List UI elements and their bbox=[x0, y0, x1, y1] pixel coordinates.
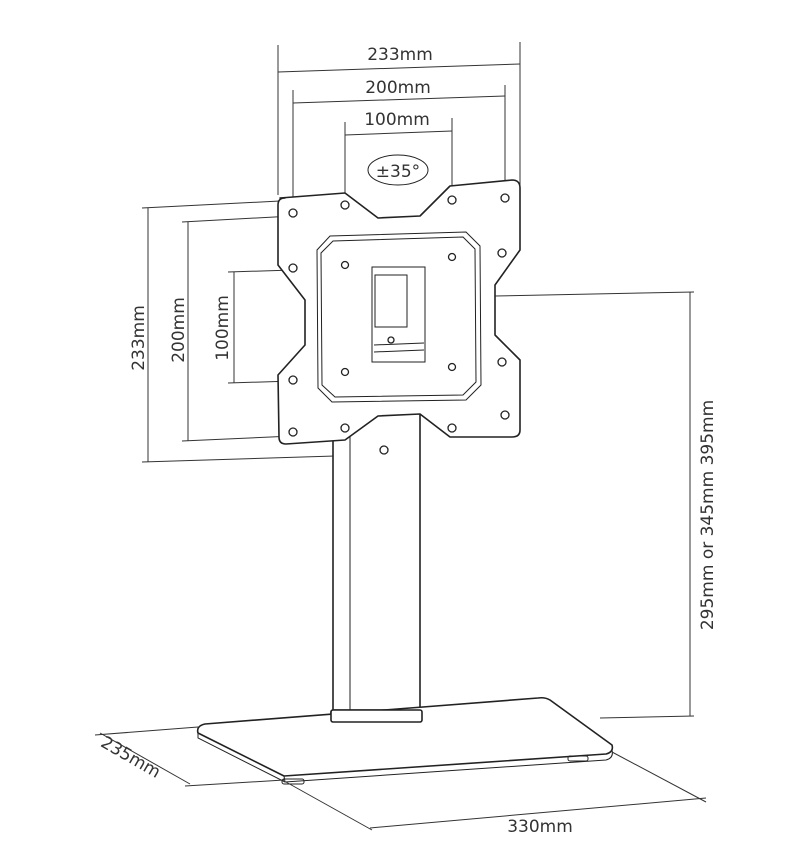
width-dimensions: 233mm 200mm 100mm ±35° bbox=[277, 42, 521, 212]
stand-height-label: 295mm or 345mm 395mm bbox=[698, 400, 718, 630]
base-plate bbox=[196, 696, 614, 785]
vesa-plate bbox=[277, 179, 521, 445]
height-outer-label: 233mm bbox=[129, 305, 149, 371]
base-foot bbox=[567, 755, 589, 762]
mounting-holes bbox=[288, 193, 510, 437]
tilt-label: ±35° bbox=[376, 162, 420, 182]
height-inner-label: 100mm bbox=[213, 295, 233, 361]
stand-height-dimension: 295mm or 345mm 395mm bbox=[494, 291, 718, 719]
tilt-rotation-icon bbox=[367, 154, 429, 186]
base-depth-label: 235mm bbox=[97, 733, 164, 783]
width-outer-label: 233mm bbox=[367, 45, 433, 65]
column bbox=[330, 411, 423, 723]
width-inner-label: 100mm bbox=[364, 110, 430, 130]
height-dimensions: 233mm 200mm 100mm bbox=[129, 200, 336, 463]
height-mid-label: 200mm bbox=[169, 297, 189, 363]
base-width-label: 330mm bbox=[507, 817, 573, 837]
width-mid-label: 200mm bbox=[365, 78, 431, 98]
base-foot bbox=[281, 778, 305, 785]
